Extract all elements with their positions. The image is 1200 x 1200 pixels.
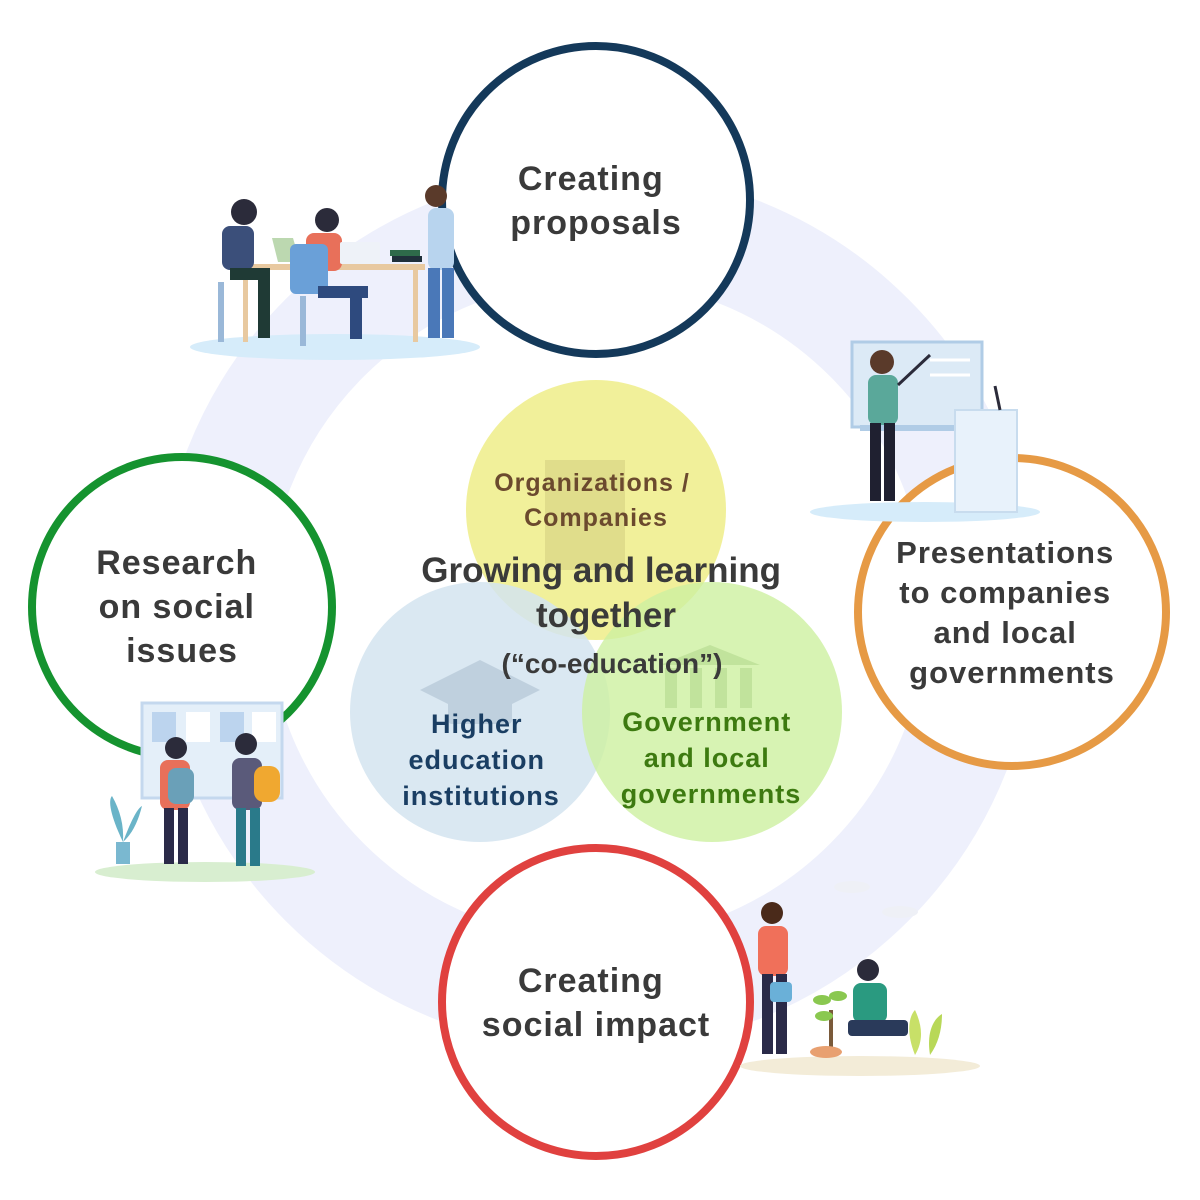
venn-higher-education-label-3: institutions (402, 781, 559, 811)
svg-text:Creating proposals: Creating proposals (510, 160, 681, 242)
building-icon (545, 460, 625, 570)
presentations-label-2: to companies (899, 575, 1111, 610)
research-label-3: issues (126, 632, 238, 670)
research-label-2: on social (99, 588, 255, 626)
gardening-illustration (740, 881, 980, 1076)
creating-proposals-label-1: Creating (518, 160, 664, 198)
svg-text:Presentations to compani: Presentations to companies and local gov… (896, 535, 1124, 690)
presentations-node: Presentations to companies and local gov… (854, 454, 1170, 770)
venn-government-circle (582, 582, 842, 842)
creating-proposals-node: Creating proposals (438, 42, 754, 358)
venn-government-label-2: and local (644, 743, 770, 773)
svg-text:Higher education i: Higher education institutions (402, 709, 559, 811)
center-title-line-2: together (536, 596, 676, 635)
venn-government-label-1: Government (622, 707, 791, 737)
creating-proposals-label-2: proposals (510, 204, 681, 242)
center-title-line-1: Growing and learning (421, 551, 781, 590)
government-building-icon (660, 645, 760, 708)
venn-higher-education-label-1: Higher (431, 709, 523, 739)
creating-social-impact-label-2: social impact (482, 1006, 710, 1044)
presentations-label-4: governments (909, 655, 1115, 690)
venn-organizations-circle (466, 380, 726, 640)
center-subtitle: (“co-education”) (502, 648, 723, 679)
svg-text:Government and local: Government and local governments (621, 707, 802, 809)
graduation-cap-icon (420, 660, 540, 724)
svg-text:Research on social: Research on social issues (96, 544, 268, 670)
research-label-1: Research (96, 544, 257, 582)
students-board-illustration (95, 701, 315, 882)
creating-social-impact-label-1: Creating (518, 962, 664, 1000)
svg-text:Organizations / Companie: Organizations / Companies (494, 469, 698, 532)
venn-organizations-label-1: Organizations / (494, 469, 690, 497)
venn-higher-education-circle (350, 582, 610, 842)
team-meeting-illustration (190, 185, 480, 360)
venn-higher-education-label-2: education (408, 745, 545, 775)
presentations-label-3: and local (934, 615, 1077, 650)
svg-text:Growing and learning tog: Growing and learning together (421, 551, 790, 635)
presentations-label-1: Presentations (896, 535, 1114, 570)
venn-diagram: Organizations / Companies Higher educati… (350, 380, 842, 842)
venn-organizations-label-2: Companies (524, 504, 668, 532)
presenter-illustration (810, 340, 1040, 522)
creating-social-impact-node: Creating social impact (438, 844, 754, 1160)
venn-government-label-3: governments (621, 779, 802, 809)
svg-text:Creating social impact: Creating social impact (482, 962, 710, 1044)
